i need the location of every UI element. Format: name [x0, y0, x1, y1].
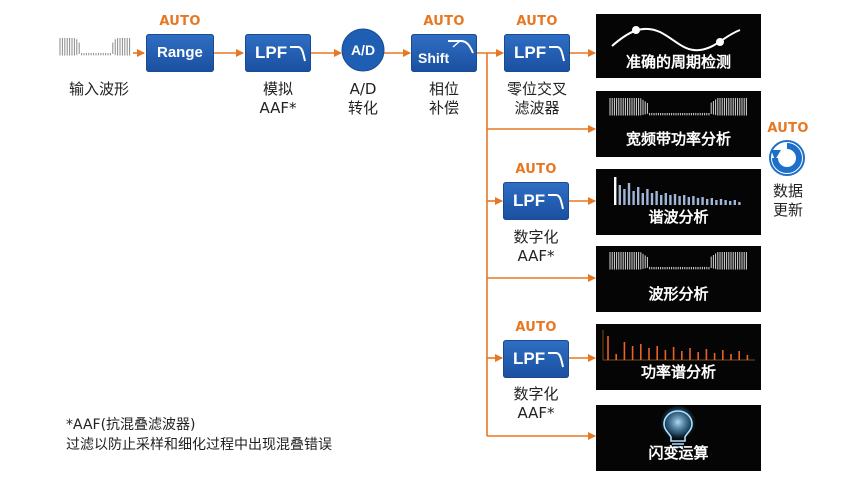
harmonic-bar — [664, 193, 667, 205]
output-waveform-label: 波形分析 — [648, 285, 709, 303]
output-wideband-label: 宽频带功率分析 — [625, 130, 731, 148]
output-spectrum: 功率谱分析 — [596, 324, 761, 390]
lpf-curve-icon — [549, 46, 565, 62]
output-period: 准确的周期检测 — [596, 14, 761, 78]
digital-lpf-2-label: 数字化 AAF* — [513, 385, 559, 422]
waveform-icon — [609, 252, 747, 270]
footnote-line-2: 过滤以防止采样和细化过程中出现混叠错误 — [66, 437, 332, 453]
digital-lpf-1-auto-label: AUTO — [515, 162, 557, 177]
shift-box: Shift — [411, 34, 477, 72]
digital-lpf-2-auto-label: AUTO — [515, 320, 557, 335]
harmonic-bar — [701, 197, 704, 205]
lpf-curve-icon — [290, 46, 306, 62]
input-label: 输入波形 — [68, 80, 129, 98]
digital-lpf-1-label: 数字化 AAF* — [513, 228, 559, 265]
input-waveform-icon — [59, 38, 131, 56]
harmonic-bar — [724, 200, 727, 205]
output-harmonic: 谐波分析 — [596, 169, 761, 235]
shift-curve-icon — [448, 40, 474, 54]
zero-lpf-auto-label: AUTO — [516, 14, 558, 29]
digital-lpf-2-text: LPF — [513, 349, 546, 368]
harmonic-bar — [641, 193, 644, 205]
lpf-curve-icon — [548, 194, 564, 210]
harmonic-bar — [632, 191, 635, 205]
range-box: Range — [146, 34, 214, 72]
analog-lpf-label: 模拟 AAF* — [259, 80, 297, 117]
harmonic-bar — [646, 189, 649, 205]
power-spectrum-icon — [602, 330, 755, 361]
output-flicker: 闪变运算 — [596, 405, 761, 471]
harmonic-bar — [710, 198, 713, 205]
harmonic-bar — [715, 200, 718, 205]
harmonic-bar — [738, 202, 741, 205]
harmonic-bar — [678, 196, 681, 205]
update-auto-label: AUTO — [767, 121, 809, 136]
harmonic-bar — [733, 200, 736, 205]
harmonic-bar — [696, 198, 700, 205]
harmonic-bar — [618, 185, 621, 205]
output-panel-period — [596, 14, 761, 78]
flow-connectors — [133, 49, 596, 440]
digital-lpf-1-text: LPF — [513, 191, 546, 210]
output-wideband: 宽频带功率分析 — [596, 91, 761, 157]
zero-lpf-box: LPF — [504, 34, 570, 72]
harmonic-bar — [692, 196, 695, 205]
shift-label: 相位 补偿 — [428, 80, 459, 117]
shift-auto-label: AUTO — [423, 14, 465, 29]
harmonic-bar — [683, 195, 686, 205]
harmonic-bar — [660, 195, 663, 205]
ad-converter-circle — [341, 28, 385, 72]
output-period-label: 准确的周期检测 — [625, 53, 731, 71]
refresh-icon — [769, 140, 805, 176]
output-waveform: 波形分析 — [596, 246, 761, 312]
shift-box-text: Shift — [418, 50, 450, 66]
lpf-curve-icon — [548, 352, 564, 368]
harmonic-bar — [637, 187, 640, 205]
period-detect-wave-icon — [611, 26, 741, 52]
update-label: 数据 更新 — [772, 182, 803, 219]
digital-lpf-1-box: LPF — [503, 182, 569, 220]
harmonic-bar — [673, 194, 677, 205]
harmonic-bar — [627, 183, 631, 205]
ad-label: A/D 转化 — [347, 80, 378, 117]
output-flicker-label: 闪变运算 — [648, 444, 709, 462]
zero-lpf-label: 零位交叉 滤波器 — [506, 80, 567, 117]
range-box-text: Range — [157, 44, 203, 61]
lightbulb-icon — [660, 406, 696, 448]
harmonic-bar — [655, 191, 658, 205]
output-harmonic-label: 谐波分析 — [648, 208, 709, 226]
harmonic-bar — [650, 193, 654, 205]
output-spectrum-label: 功率谱分析 — [640, 363, 716, 381]
harmonic-bar — [614, 177, 617, 205]
harmonic-bar — [706, 199, 709, 205]
harmonic-bar — [623, 189, 626, 205]
harmonic-bars-icon — [614, 177, 741, 205]
wideband-waveform-icon — [609, 98, 747, 116]
digital-lpf-2-box: LPF — [503, 340, 569, 378]
analog-lpf-box: LPF — [245, 34, 311, 72]
harmonic-bar — [729, 201, 732, 205]
zero-lpf-text: LPF — [514, 43, 547, 62]
output-panel-spectrum — [596, 324, 761, 390]
harmonic-bar — [687, 197, 690, 205]
analog-lpf-text: LPF — [255, 43, 288, 62]
harmonic-bar — [669, 195, 672, 205]
harmonic-bar — [719, 199, 723, 205]
range-auto-label: AUTO — [159, 14, 201, 29]
ad-converter-text: A/D — [351, 42, 375, 58]
footnote-line-1: *AAF(抗混叠滤波器) — [66, 417, 196, 433]
